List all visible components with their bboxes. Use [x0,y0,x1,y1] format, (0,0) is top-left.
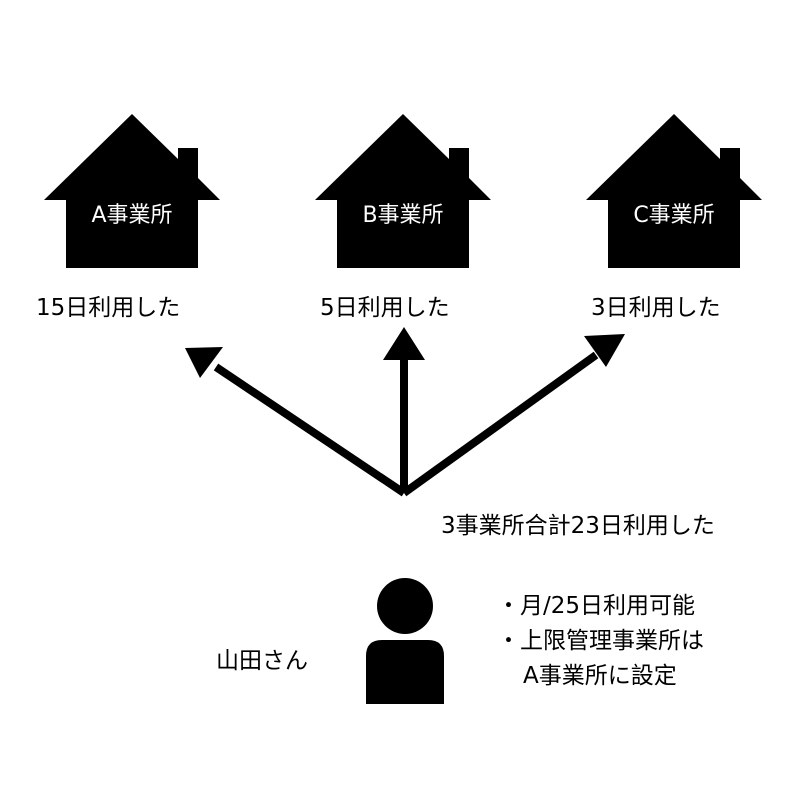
arrow-a-head [185,347,223,378]
arrow-to-c [401,351,599,497]
arrow-c-head [584,334,625,367]
note-line-2: ・上限管理事業所は [497,628,704,654]
house-a-icon [44,114,220,268]
office-c-usage: 3日利用した [591,295,721,321]
person-head [377,578,433,634]
office-b-house: B事業所 [315,114,491,268]
office-a-house: A事業所 [44,114,220,268]
house-c-icon [586,114,762,268]
total-usage: 3事業所合計23日利用した [441,513,715,539]
note-line-1: ・月/25日利用可能 [497,593,696,619]
arrows [213,351,599,497]
office-a-usage: 15日利用した [36,295,181,321]
notes-block: ・月/25日利用可能 ・上限管理事業所は A事業所に設定 [497,589,704,694]
office-b-label: B事業所 [362,203,443,228]
office-c-house: C事業所 [586,114,762,268]
arrow-to-a [213,363,407,497]
office-b-usage: 5日利用した [320,295,450,321]
person-icon [366,578,444,704]
arrow-b-head [383,327,425,360]
note-line-3: A事業所に設定 [523,663,677,689]
office-c-label: C事業所 [633,203,714,228]
office-a-label: A事業所 [91,203,172,228]
person-body [366,640,444,704]
house-b-icon [315,114,491,268]
person-name: 山田さん [216,648,308,674]
